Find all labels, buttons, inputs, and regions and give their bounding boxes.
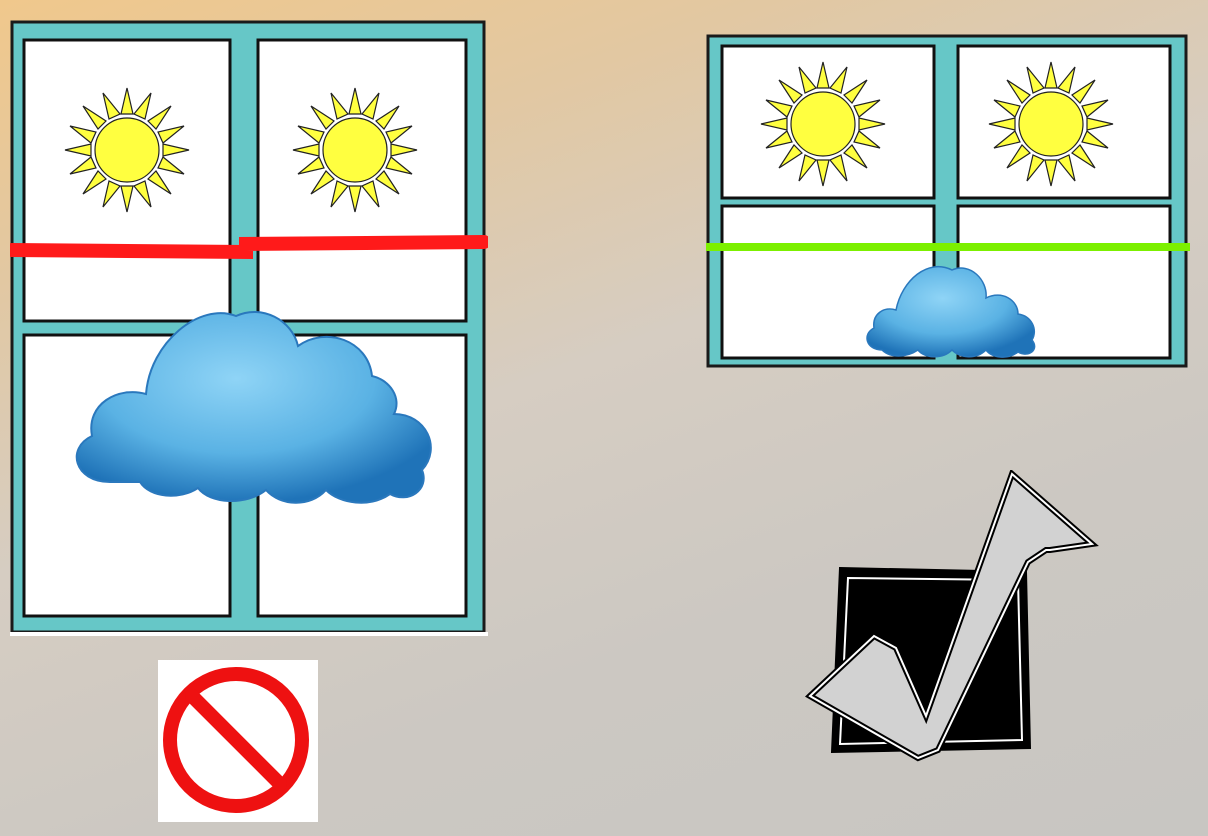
- prohibited-icon: [158, 660, 318, 822]
- checkmark: [800, 470, 1100, 770]
- left-window: [10, 20, 488, 636]
- sun-icon: [293, 88, 417, 212]
- sun-icon: [761, 62, 885, 186]
- checkmark-icon: [800, 470, 1100, 770]
- no-entry-icon: [158, 660, 318, 822]
- sun-icon: [989, 62, 1113, 186]
- sun-icon: [65, 88, 189, 212]
- right-window: [706, 34, 1190, 368]
